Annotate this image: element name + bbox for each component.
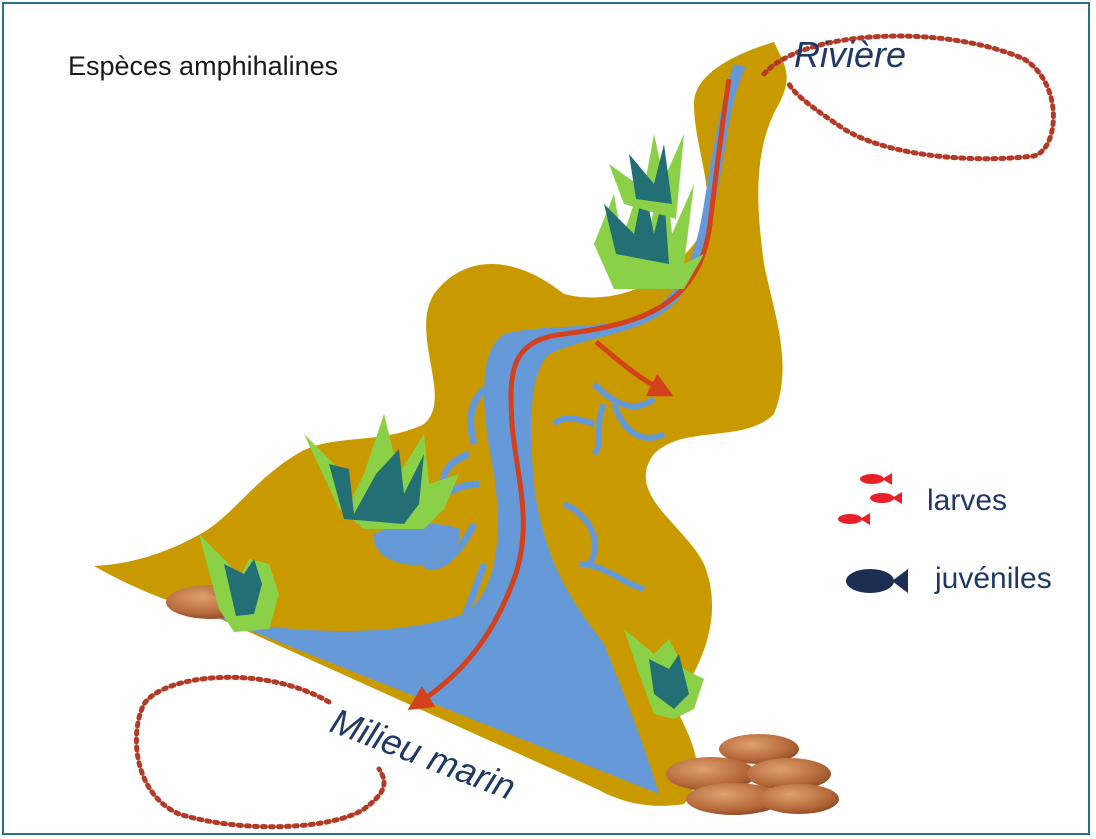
- sea-loop: [136, 677, 384, 826]
- vegetation-upper: [594, 134, 704, 289]
- larvae-icon: [838, 473, 902, 525]
- legend-label-juveniles: juvéniles: [935, 562, 1052, 596]
- juvenile-fish-icon: [846, 569, 908, 593]
- legend-label-larvae: larves: [927, 484, 1007, 518]
- diagram-title: Espèces amphihalines: [68, 51, 338, 82]
- estuary-scene: [4, 4, 1090, 835]
- river-label: Rivière: [794, 34, 906, 76]
